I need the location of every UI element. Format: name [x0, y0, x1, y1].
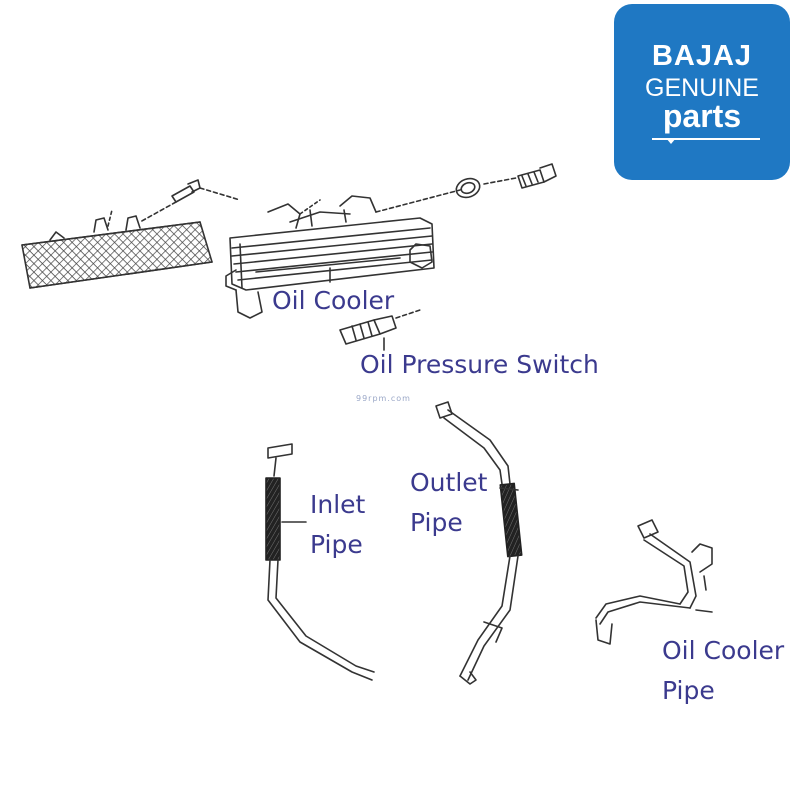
- logo-underline: [652, 138, 760, 140]
- outlet-pipe: [435, 401, 523, 685]
- banjo-bolt: [517, 163, 557, 189]
- gasket-ring: [455, 177, 517, 199]
- logo-parts: parts: [662, 98, 742, 134]
- label-inlet-pipe-line1: Inlet: [310, 490, 366, 519]
- oil-cooler-pipe: [595, 519, 713, 645]
- label-inlet-pipe-line2: Pipe: [310, 530, 363, 559]
- label-oil-cooler-pipe-line2: Pipe: [662, 676, 715, 705]
- logo-brand: BAJAJ: [651, 40, 753, 72]
- bajaj-genuine-parts-logo: BAJAJ GENUINE parts: [614, 4, 790, 180]
- logo-arrow-icon: [666, 138, 676, 144]
- label-outlet-pipe-line2: Pipe: [410, 508, 463, 537]
- mesh-guard: [21, 209, 213, 289]
- pressure-switch: [339, 309, 421, 351]
- label-oil-cooler: Oil Cooler: [272, 286, 395, 315]
- label-oil-cooler-pipe-line1: Oil Cooler: [662, 636, 785, 665]
- watermark: 99rpm.com: [356, 394, 411, 403]
- label-oil-pressure-switch: Oil Pressure Switch: [360, 350, 599, 379]
- label-outlet-pipe-line1: Outlet: [410, 468, 488, 497]
- inlet-pipe: [265, 443, 375, 681]
- logo-genuine: GENUINE: [645, 74, 759, 102]
- oil-cooler-assembly: [225, 189, 461, 319]
- bolt-top-left: [139, 179, 241, 223]
